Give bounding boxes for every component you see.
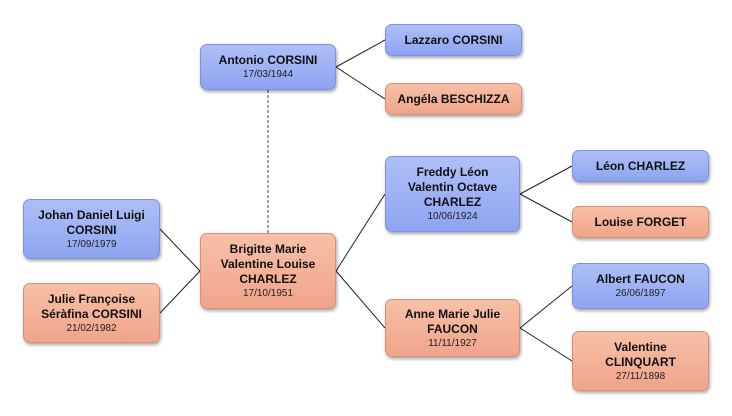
person-name: Valentine CLINQUART — [605, 339, 676, 369]
person-date: 17/03/1944 — [242, 69, 294, 80]
person-name: Anne Marie Julie FAUCON — [404, 306, 501, 336]
link-julie-brigitte — [159, 270, 201, 314]
link-johan-brigitte — [159, 228, 201, 272]
link-freddy-louise — [519, 193, 573, 223]
person-name: Albert FAUCON — [596, 272, 685, 286]
person-card-angela[interactable]: Angéla BESCHIZZA — [385, 83, 522, 115]
person-date: 27/11/1898 — [615, 370, 666, 382]
link-brigitte-freddy — [335, 193, 386, 272]
link-antonio-lazzaro — [335, 39, 386, 68]
person-card-johan[interactable]: Johan Daniel Luigi CORSINI 17/09/1979 — [23, 199, 160, 259]
link-anne-albert — [519, 285, 573, 329]
person-name: Brigitte Marie Valentine Louise CHARLEZ — [220, 242, 316, 286]
person-card-anne[interactable]: Anne Marie Julie FAUCON 11/11/1927 — [385, 299, 520, 357]
link-brigitte-anne — [335, 270, 386, 329]
person-name: Angéla BESCHIZZA — [397, 91, 510, 106]
person-card-valentine[interactable]: Valentine CLINQUART 27/11/1898 — [572, 331, 709, 391]
person-name: Léon CHARLEZ — [595, 158, 686, 173]
person-name: Julie Françoise Séràfina CORSINI — [41, 291, 142, 321]
person-date: 21/02/1982 — [66, 322, 117, 334]
person-card-leon[interactable]: Léon CHARLEZ — [572, 150, 709, 182]
person-card-brigitte[interactable]: Brigitte Marie Valentine Louise CHARLEZ … — [200, 233, 336, 309]
person-name: Antonio CORSINI — [218, 53, 318, 67]
link-antonio-angela — [335, 66, 386, 100]
link-freddy-leon — [519, 165, 573, 195]
person-card-louise[interactable]: Louise FORGET — [572, 206, 709, 238]
person-name: Johan Daniel Luigi CORSINI — [38, 207, 145, 237]
person-card-lazzaro[interactable]: Lazzaro CORSINI — [385, 24, 522, 56]
person-date: 17/09/1979 — [66, 238, 117, 250]
person-date: 11/11/1927 — [428, 337, 477, 349]
person-card-freddy[interactable]: Freddy Léon Valentin Octave CHARLEZ 10/0… — [385, 156, 520, 232]
person-name: Freddy Léon Valentin Octave CHARLEZ — [407, 165, 498, 209]
person-name: Louise FORGET — [594, 214, 687, 229]
person-card-albert[interactable]: Albert FAUCON 26/06/1897 — [572, 263, 709, 309]
person-date: 10/06/1924 — [427, 211, 478, 222]
person-card-antonio[interactable]: Antonio CORSINI 17/03/1944 — [200, 44, 336, 90]
person-date: 17/10/1951 — [242, 288, 294, 299]
person-card-julie[interactable]: Julie Françoise Séràfina CORSINI 21/02/1… — [23, 283, 160, 343]
link-anne-valentine — [519, 327, 573, 362]
person-name: Lazzaro CORSINI — [404, 32, 503, 47]
person-date: 26/06/1897 — [615, 288, 666, 299]
